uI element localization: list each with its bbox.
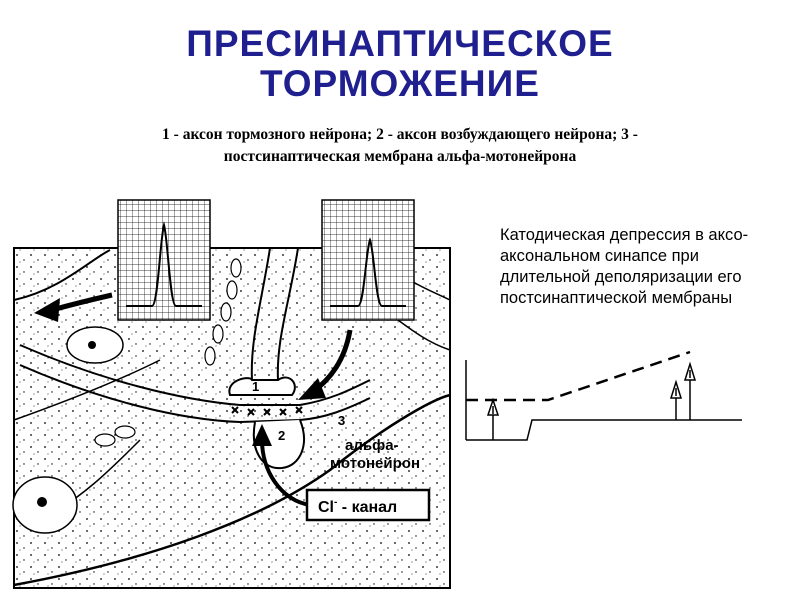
spike-arrow-3 — [685, 364, 695, 420]
channel-ion: Cl — [318, 499, 334, 516]
spike-arrow-1 — [488, 400, 498, 440]
svg-text:Cl- - канал: Cl- - канал — [318, 497, 397, 516]
label-2: 2 — [278, 428, 285, 443]
label-3: 3 — [338, 413, 345, 428]
neuron-label-line-2: мотонейрон — [330, 455, 420, 472]
recording-trace-left — [118, 200, 210, 320]
inhibitory-terminal — [229, 378, 295, 395]
membrane-potential-line — [466, 420, 742, 440]
potential-schematic — [466, 352, 742, 440]
spike-arrow-2 — [671, 382, 681, 420]
recording-trace-right — [322, 200, 414, 320]
threshold-dashed-line — [466, 352, 690, 400]
cathodic-depression-note: Катодическая депрессия в аксо-аксонально… — [500, 225, 770, 309]
channel-word: - канал — [337, 499, 397, 516]
chloride-channel-label: Cl- - канал — [307, 490, 429, 520]
neuron-label-line-1: альфа- — [345, 437, 399, 454]
label-1: 1 — [252, 379, 259, 394]
